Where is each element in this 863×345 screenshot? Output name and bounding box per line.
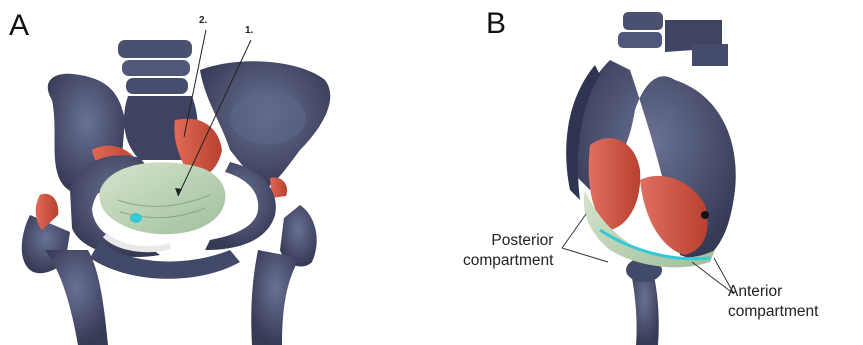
panel-b: B Posterior compartment Anterior compart… xyxy=(430,0,863,345)
pelvis-illustration-front xyxy=(0,0,430,345)
panel-a: A 2. 1. xyxy=(0,0,430,345)
panel-label-a: A xyxy=(9,11,29,41)
anterior-line2: compartment xyxy=(728,302,818,322)
anterior-compartment-label: Anterior compartment xyxy=(728,282,818,322)
posterior-line2: compartment xyxy=(463,251,553,271)
posterior-line1: Posterior xyxy=(463,231,553,251)
femur xyxy=(626,258,662,345)
posterior-compartment-label: Posterior compartment xyxy=(463,231,553,271)
marker-1: 1. xyxy=(245,26,253,36)
anterior-line1: Anterior xyxy=(728,282,818,302)
spine xyxy=(618,12,728,66)
panel-label-b: B xyxy=(486,9,506,39)
pelvic-floor xyxy=(99,162,225,249)
marker-2: 2. xyxy=(199,16,207,26)
